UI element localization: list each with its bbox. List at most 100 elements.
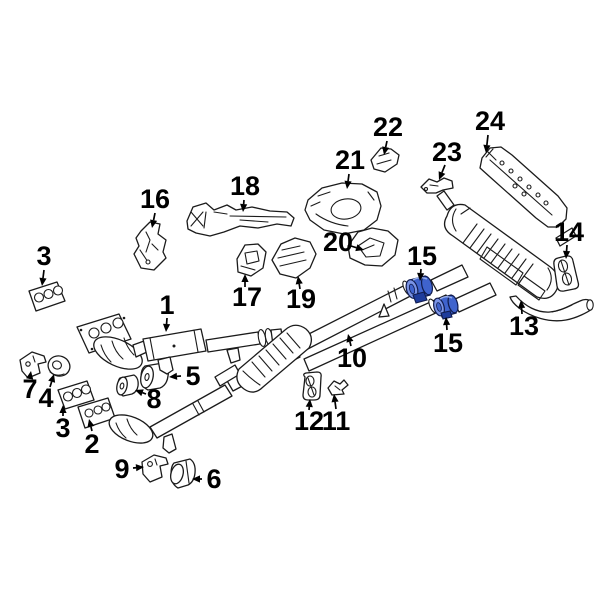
callout-arrow-head [295,276,303,285]
callout-22[interactable]: 22 [373,112,403,155]
callout-arrow-line [486,134,489,146]
callout-19[interactable]: 19 [286,276,316,314]
callout-8[interactable]: 8 [135,384,162,414]
callout-23[interactable]: 23 [432,137,462,180]
callout-24[interactable]: 24 [475,106,505,153]
bracket-7 [19,351,47,379]
callout-arrow-head [483,144,491,153]
callout-12[interactable]: 12 [294,399,324,436]
callout-number[interactable]: 19 [286,284,316,314]
callout-arrow-head [346,334,354,343]
callout-number[interactable]: 7 [22,374,37,404]
callout-arrow-head [344,180,352,189]
callout-number[interactable]: 14 [554,217,584,247]
clamp-6 [170,458,196,489]
callout-15-upper[interactable]: 15 [407,241,437,281]
callout-15-lower[interactable]: 15 [433,317,463,358]
callout-1[interactable]: 1 [159,290,175,332]
callout-4[interactable]: 4 [38,374,56,413]
callout-number[interactable]: 20 [323,227,353,257]
callout-11[interactable]: 11 [322,394,351,436]
callout-16[interactable]: 16 [140,184,170,228]
front-pipe-assembly-upper [76,313,284,375]
callout-arrow-head [135,389,144,397]
callout-number[interactable]: 17 [232,282,262,312]
callout-number[interactable]: 23 [432,137,462,167]
callout-number[interactable]: 3 [55,413,70,443]
muffler-inlet-stub-lower [452,282,497,313]
callout-arrow-head [48,374,56,383]
callout-number[interactable]: 3 [36,241,51,271]
callout-arrow-head [87,419,95,428]
callout-arrow-head [169,372,178,380]
callout-5[interactable]: 5 [169,361,201,391]
callout-number[interactable]: 5 [185,361,200,391]
callout-number[interactable]: 21 [335,145,365,175]
callout-7[interactable]: 7 [22,371,38,404]
callout-arrow-head [39,277,47,286]
callout-20[interactable]: 20 [323,227,364,257]
callout-18[interactable]: 18 [230,171,260,212]
callout-21[interactable]: 21 [335,145,365,189]
callout-arrow-line [350,245,357,249]
callout-arrow-head [150,219,158,228]
callout-9[interactable]: 9 [114,454,144,484]
callout-3-upper[interactable]: 3 [36,241,52,286]
callout-arrow-head [438,171,446,180]
callout-arrow-line [441,164,446,173]
callout-10[interactable]: 10 [337,334,367,373]
callout-14[interactable]: 14 [554,217,584,259]
callout-13[interactable]: 13 [509,300,539,341]
callout-number[interactable]: 11 [322,406,351,436]
callout-number[interactable]: 4 [38,383,53,413]
muffler-inlet-stub-upper [430,264,469,292]
hanger-bracket-14 [553,255,580,292]
callout-number[interactable]: 8 [146,384,161,414]
callout-number[interactable]: 18 [230,171,260,201]
manifold-gasket-upper [28,281,66,312]
callout-6[interactable]: 6 [192,464,222,494]
callout-arrow-head [331,394,339,403]
exhaust-clamp-15-upper[interactable] [404,275,434,304]
callout-17[interactable]: 17 [232,274,262,312]
callout-arrow-head [135,464,144,472]
exhaust-clamp-15-lower[interactable] [432,294,460,320]
callout-number[interactable]: 15 [407,241,437,271]
callout-arrow-head [162,323,171,332]
callout-arrow-line [152,212,156,221]
callout-2[interactable]: 2 [84,419,100,459]
callout-number[interactable]: 13 [509,311,539,341]
callout-number[interactable]: 12 [294,406,324,436]
callout-arrow-head [59,405,67,413]
pipe-bracket [157,356,174,375]
callout-number[interactable]: 1 [159,290,174,320]
callout-arrow-line [49,381,53,388]
callout-arrow-line [298,283,301,290]
muffler-body [443,203,560,300]
callout-arrow-head [443,317,451,326]
pipe-bracket [162,433,177,454]
mount-8 [116,374,139,397]
callout-arrow-head [382,146,390,155]
heat-shield-21 [304,182,382,235]
callout-number[interactable]: 22 [373,112,403,142]
bracket-11 [327,379,349,396]
callout-number[interactable]: 2 [84,429,99,459]
callout-number[interactable]: 6 [206,464,221,494]
callout-arrow-line [384,140,388,148]
callout-arrow-line [334,401,337,410]
callout-number[interactable]: 10 [337,343,367,373]
callout-arrow-head [192,475,200,483]
heat-shield-16 [133,221,167,271]
callout-3-lower[interactable]: 3 [55,405,71,443]
callout-number[interactable]: 16 [140,184,170,214]
callout-number[interactable]: 24 [475,106,505,136]
pipe-bracket [226,347,241,364]
callout-number[interactable]: 9 [114,454,129,484]
heat-shield-18 [186,202,295,237]
callout-number[interactable]: 15 [433,328,463,358]
heat-shield-19 [271,237,317,279]
callout-arrow-line [90,426,93,432]
